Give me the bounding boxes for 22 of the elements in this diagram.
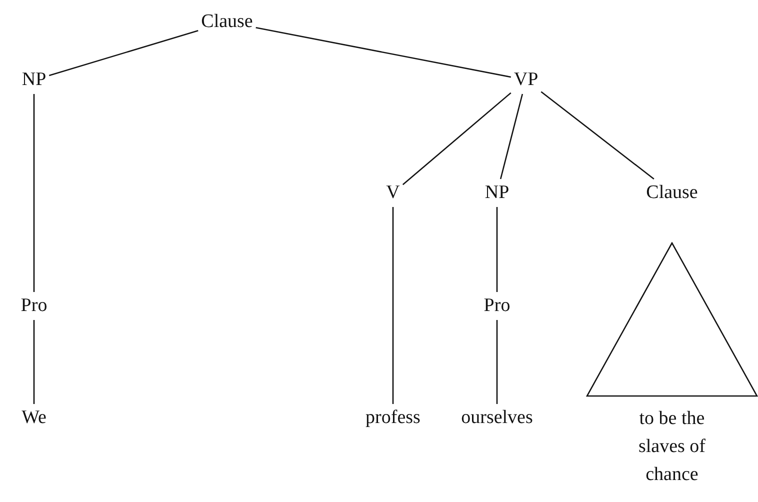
tree-label: NP — [22, 69, 46, 91]
tree-label: ourselves — [461, 407, 533, 429]
tree-branch — [500, 94, 524, 180]
tree-label: We — [22, 407, 46, 429]
tree-branch — [48, 30, 198, 76]
tree-branch — [256, 26, 511, 78]
tree-label: NP — [484, 182, 510, 204]
tree-label: Clause — [646, 182, 698, 204]
tree-label: Pro — [484, 295, 510, 317]
tree-branch — [540, 91, 654, 180]
tree-branch — [392, 207, 394, 404]
tree-branch — [33, 94, 35, 292]
tree-branch — [496, 207, 498, 292]
tree-branch — [496, 320, 498, 404]
tree-branch — [33, 320, 35, 404]
tree-label: V — [386, 182, 400, 204]
tree-branch — [402, 92, 512, 186]
tree-label: VP — [514, 69, 538, 91]
tree-label: profess — [366, 407, 420, 429]
tree-label: Pro — [20, 295, 48, 317]
phrase-label: to be the slaves of chance — [637, 407, 706, 487]
tree-label: Clause — [201, 11, 253, 33]
